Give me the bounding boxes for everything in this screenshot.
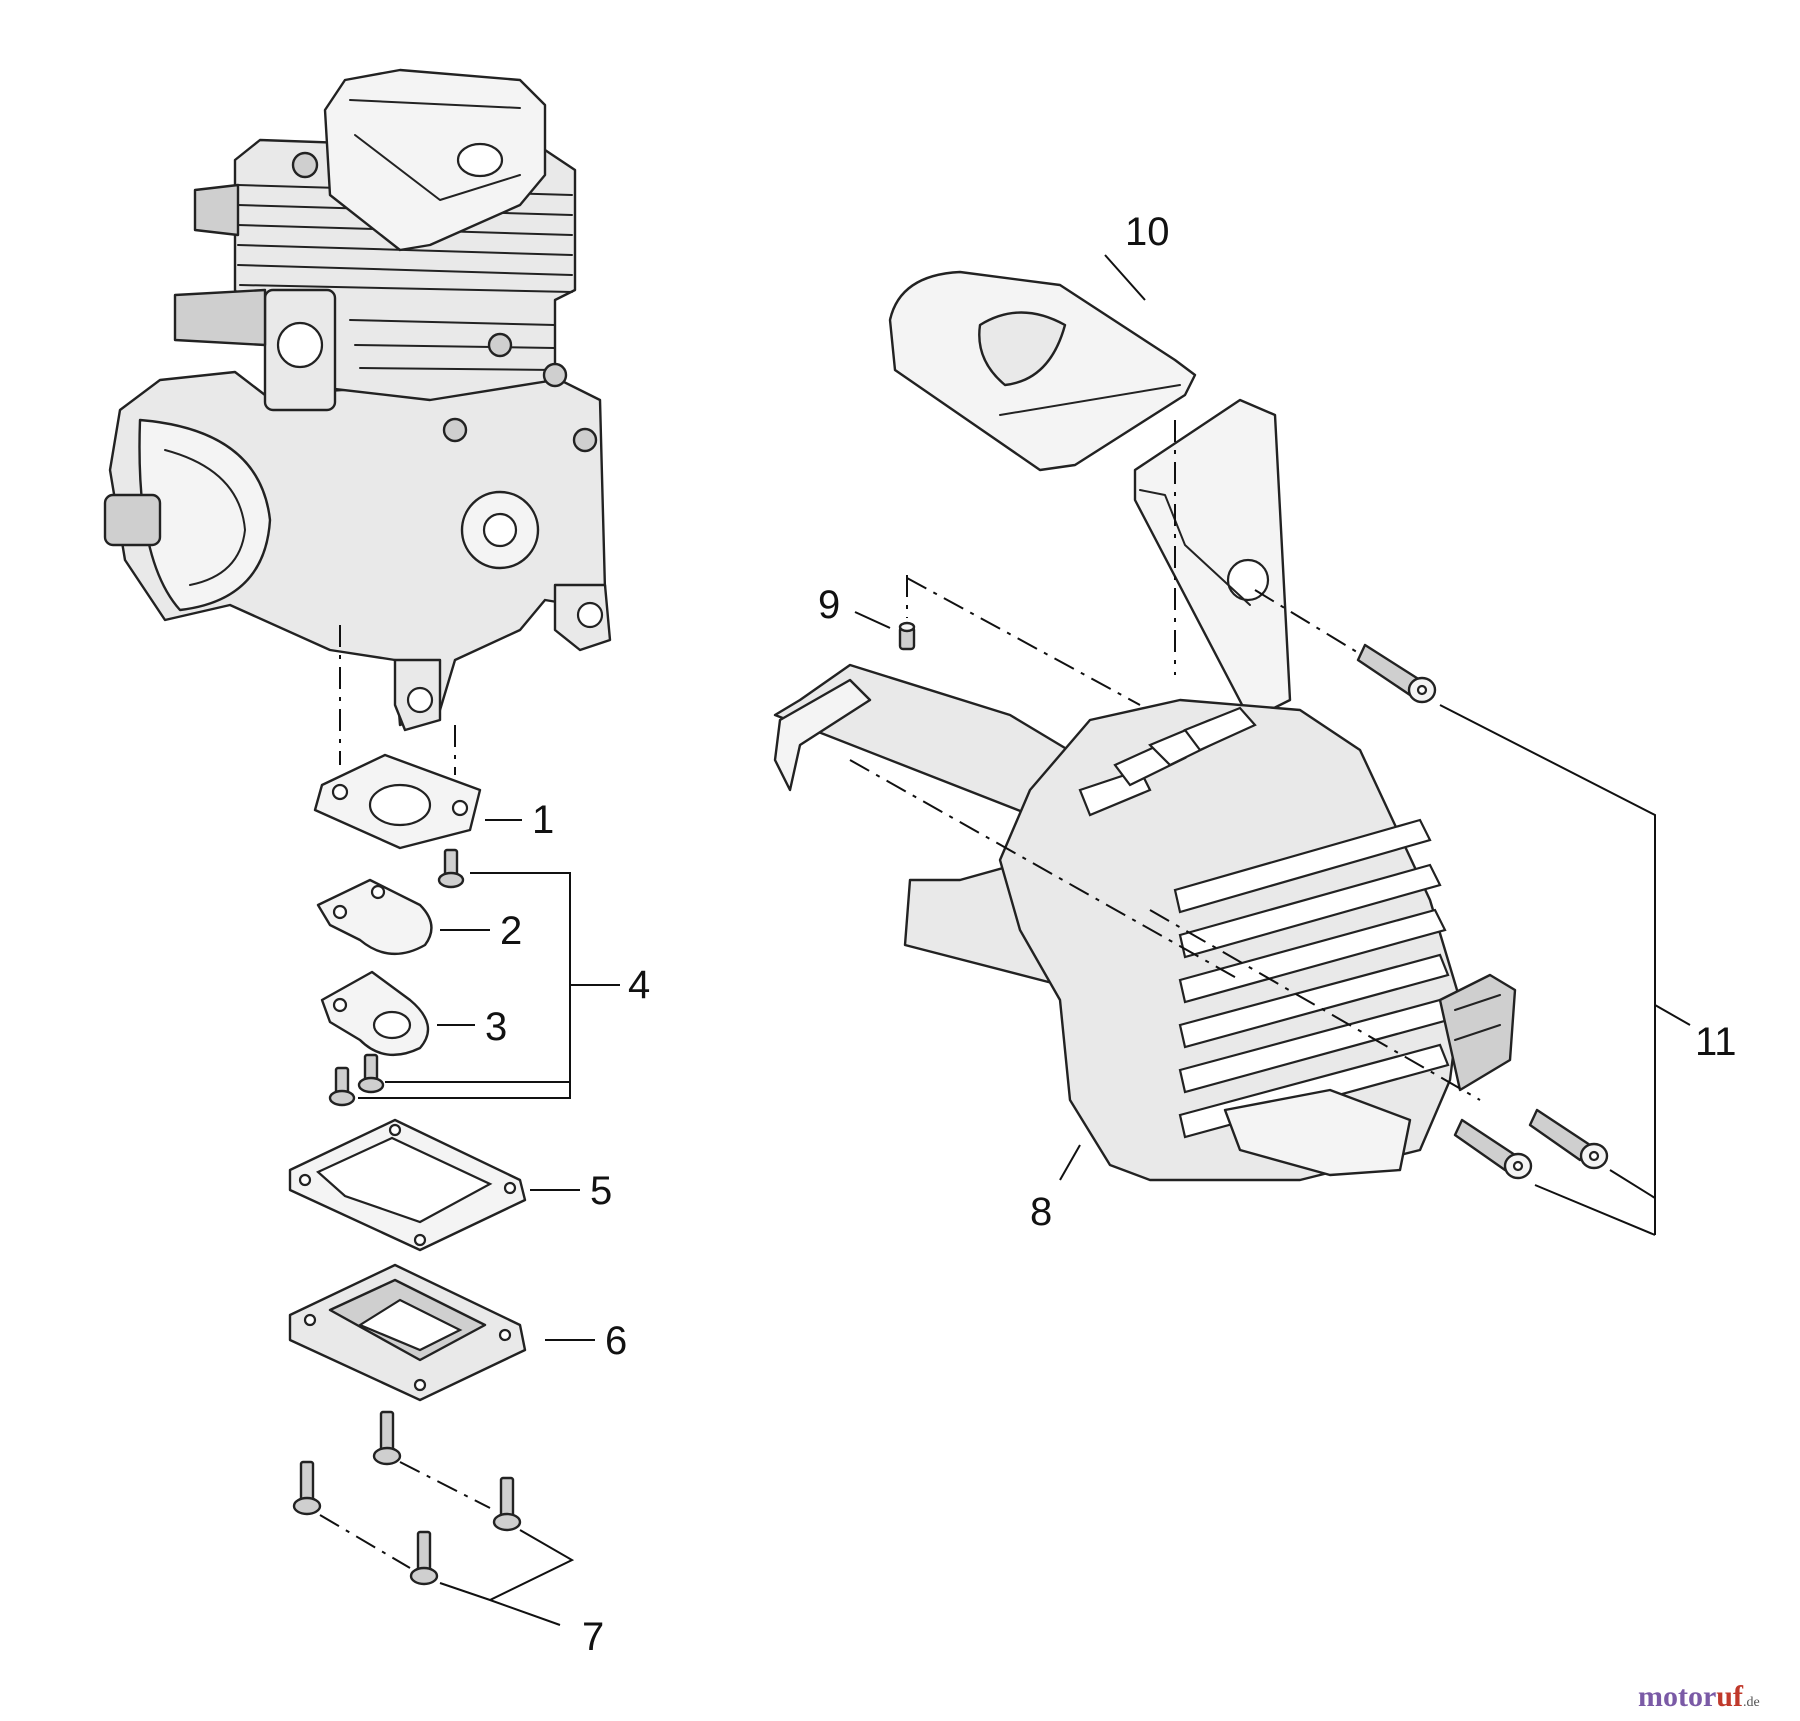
screw-upper [437,848,465,889]
callout-3: 3 [485,1005,507,1049]
callout-8: 8 [1030,1190,1052,1234]
watermark-logo: motoruf.de [1638,1680,1760,1713]
pin-part-9 [898,621,916,651]
callout-9: 9 [818,583,840,627]
callout-5: 5 [590,1169,612,1213]
shroud-cover-part-8 [773,398,1517,1182]
callout-10: 10 [1125,210,1170,254]
callout-11: 11 [1695,1020,1737,1064]
engine-assembly [103,68,612,732]
plate-part-2 [316,878,433,956]
gasket-part-1 [313,753,482,850]
callout-1: 1 [532,798,554,842]
svg-text:motoruf.de: motoruf.de [1638,1680,1760,1713]
callout-11-bracket [1439,704,1691,1236]
callout-6: 6 [605,1319,627,1363]
top-vent-slots [1078,706,1257,817]
top-cover-part-10 [888,270,1197,472]
callout-4-bracket [358,872,620,1099]
callout-7: 7 [582,1615,604,1659]
callout-2: 2 [500,909,522,953]
bolt-alignment-lines [319,1461,491,1569]
callout-4: 4 [628,963,650,1007]
cover-alignment-lines [849,420,1481,1101]
insulator-part-6 [288,1263,527,1402]
screw-set-part-11 [1356,643,1609,1180]
gasket-part-5 [288,1118,527,1252]
plate-part-3 [320,970,430,1057]
bolt-set-part-7 [292,1410,522,1586]
callout-7-bracket [439,1529,575,1626]
screw-lower-pair [328,1053,385,1107]
